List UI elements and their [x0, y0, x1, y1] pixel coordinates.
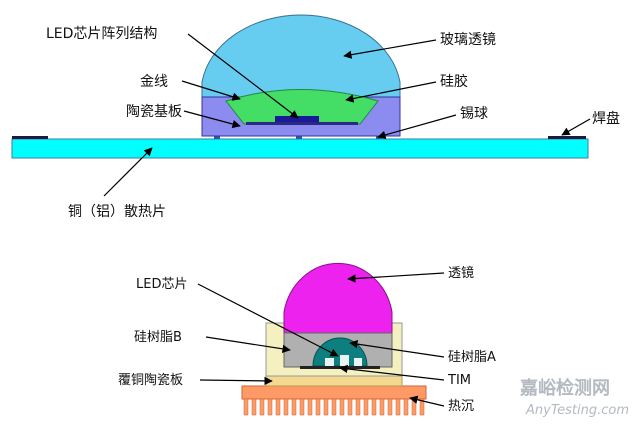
arrow-gold-wire [181, 80, 241, 101]
heat-sink-fin [315, 398, 321, 416]
label-silicone: 硅胶 [440, 73, 468, 90]
heat-sink-fin [379, 398, 385, 416]
arrow-led-chip-array [187, 33, 299, 119]
led-chip-array [275, 116, 319, 123]
solder-ball [214, 136, 220, 139]
arrow-silicone-resin-a [349, 339, 445, 358]
watermark-url: AnyTesting.com [525, 403, 629, 418]
arrow-glass-lens [343, 39, 437, 59]
heat-sink-fin [323, 398, 329, 416]
arrow-pad [561, 118, 591, 136]
chip-base [246, 122, 358, 125]
arrow-lens [347, 272, 445, 283]
bottom-heat-sink-base [241, 385, 427, 400]
dbc-ceramic-board [265, 375, 403, 387]
label-led-chip: LED芯片 [136, 277, 187, 292]
heat-sink-fin [347, 398, 353, 416]
arrow-heat-sink-bottom [409, 395, 445, 407]
heat-sink-fin [419, 398, 425, 416]
heat-sink-fins [243, 398, 425, 416]
heat-sink-fin [395, 398, 401, 416]
label-gold-wire: 金线 [140, 74, 168, 90]
bottom-diagram [241, 262, 427, 416]
label-heat-sink: 铜（铝）散热片 [68, 204, 166, 220]
heat-sink-fin [291, 398, 297, 416]
heat-sink-fin [251, 398, 257, 416]
watermark-title: 嘉峪检测网 [519, 377, 610, 399]
arrow-led-chip [197, 283, 339, 357]
arrow-heat-sink [103, 147, 153, 197]
heat-sink-fin [411, 398, 417, 416]
top-left-pad [12, 136, 48, 139]
label-ceramic-substrate: 陶瓷基板 [126, 103, 182, 120]
arrow-ceramic-substrate [183, 110, 241, 129]
heat-sink-fin [363, 398, 369, 416]
solder-ball [296, 136, 302, 139]
glass-lens-dome [201, 14, 401, 98]
label-pad: 焊盘 [592, 110, 620, 127]
top-diagram [11, 14, 589, 159]
led-chip [354, 358, 362, 366]
led-chip [325, 358, 334, 366]
watermark: 嘉峪检测网 AnyTesting.com [519, 377, 629, 418]
arrow-silicone [345, 81, 437, 103]
silicone-layer [225, 89, 379, 125]
label-tim: TIM [447, 373, 471, 388]
arrow-solder-ball [377, 114, 457, 139]
led-chip [340, 355, 349, 366]
arrow-silicone-resin-b [205, 336, 291, 353]
heat-sink-fin [403, 398, 409, 416]
heat-sink-fin [283, 398, 289, 416]
label-silicone-resin-b: 硅树脂B [134, 330, 182, 345]
heat-sink-fin [259, 398, 265, 416]
label-glass-lens: 玻璃透镜 [440, 31, 496, 48]
heat-sink-fin [307, 398, 313, 416]
magenta-lens [283, 262, 393, 334]
heat-sink-fin [371, 398, 377, 416]
heat-sink-fin [387, 398, 393, 416]
label-dbc-ceramic-board: 覆铜陶瓷板 [118, 372, 183, 388]
heat-sink-fin [243, 398, 249, 416]
arrow-dbc-ceramic-board [199, 376, 273, 386]
top-heat-sink-plate [11, 138, 589, 159]
label-led-chip-array: LED芯片阵列结构 [46, 26, 157, 42]
label-lens: 透镜 [448, 266, 474, 281]
label-solder-ball: 锡球 [460, 106, 488, 122]
label-heat-sink-bottom: 热沉 [448, 399, 474, 414]
heat-sink-fin [331, 398, 337, 416]
heat-sink-fin [299, 398, 305, 416]
top-right-pad [548, 136, 586, 139]
heat-sink-fin [339, 398, 345, 416]
heat-sink-fin [267, 398, 273, 416]
arrow-tim [339, 364, 445, 381]
heat-sink-fin [275, 398, 281, 416]
label-silicone-resin-a: 硅树脂A [448, 350, 496, 365]
heat-sink-fin [355, 398, 361, 416]
